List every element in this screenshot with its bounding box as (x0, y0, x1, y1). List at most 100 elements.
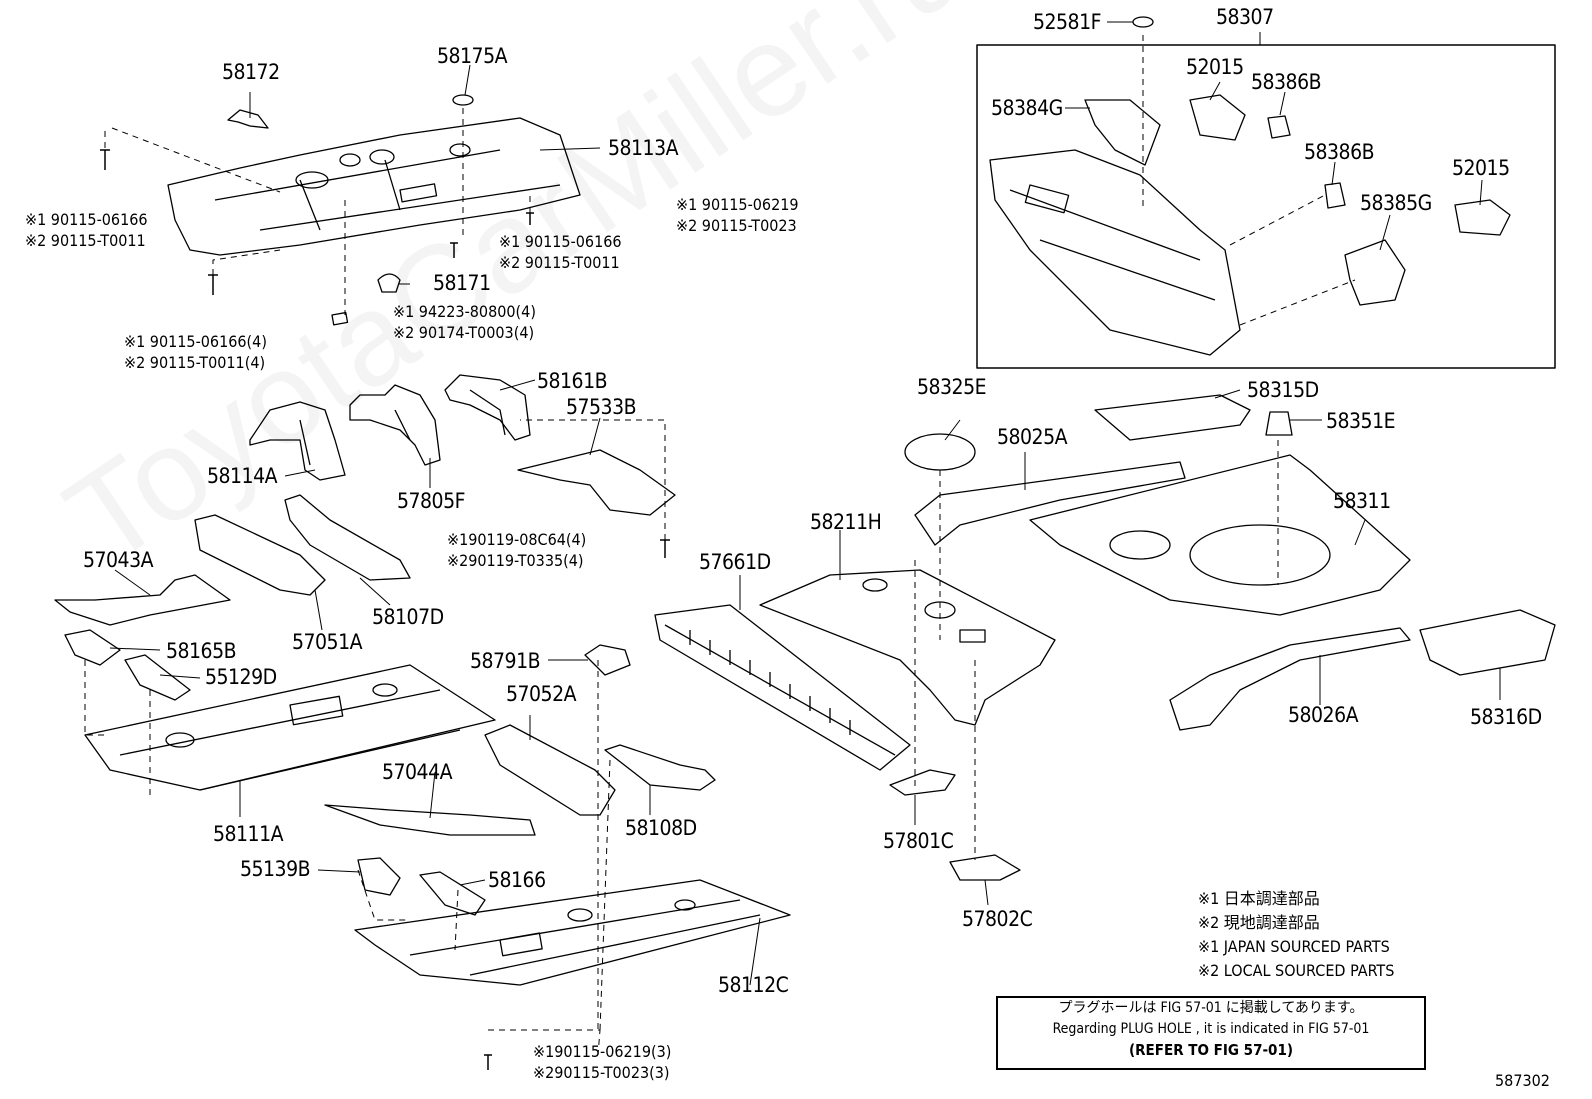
fastener-line: ※2 90115-T0023 (676, 216, 797, 235)
part-58171 (377, 273, 401, 293)
part-label: 58165B (166, 639, 237, 663)
part-label: 58386B (1304, 140, 1375, 164)
part-label: 58316D (1470, 705, 1542, 729)
part-58791B (584, 644, 631, 676)
part-55129D (124, 654, 191, 701)
fastener-line: ※1 90115-06166(4) (124, 332, 267, 351)
part-57802C (949, 854, 1021, 881)
part-55139B (357, 857, 401, 896)
part-58112C (354, 879, 791, 986)
part-58211H (759, 569, 1056, 726)
fastener-callout: ※190115-06219(3) ※290115-T0023(3) (533, 1041, 671, 1083)
part-58107D (284, 494, 411, 581)
reference-note-box: プラグホールは FIG 57-01 に掲載してあります。 Regarding P… (996, 996, 1426, 1070)
legend-line: ※2 現地調達部品 (1198, 913, 1320, 932)
legend-line: ※1 日本調達部品 (1198, 889, 1320, 908)
part-label: 57802C (962, 907, 1033, 931)
part-58307-panel (989, 149, 1241, 356)
part-58161B (444, 374, 531, 441)
sourcing-legend: ※1 日本調達部品 ※2 現地調達部品 ※1 JAPAN SOURCED PAR… (1198, 887, 1394, 983)
part-label: 58166 (488, 868, 546, 892)
part-label: 57801C (883, 829, 954, 853)
part-label: 58108D (625, 816, 697, 840)
part-58315D (1094, 394, 1251, 441)
part-57661D (654, 604, 911, 771)
part-label: 52015 (1186, 55, 1244, 79)
part-label: 57044A (382, 760, 453, 784)
part-label: 58114A (207, 464, 278, 488)
part-label: 58325E (917, 375, 987, 399)
part-57801C (889, 769, 956, 796)
part-52015-a (1189, 94, 1246, 141)
fastener-line: ※1 94223-80800(4) (393, 302, 536, 321)
leaders (109, 21, 1501, 986)
dashed-guides (84, 35, 1356, 1056)
part-label: 58175A (437, 44, 508, 68)
part-label: 55139B (240, 857, 311, 881)
part-label: 52015 (1452, 156, 1510, 180)
part-58166 (419, 871, 486, 916)
part-nut-94223 (331, 311, 349, 326)
fastener-line: ※190115-06219(3) (533, 1042, 672, 1061)
fastener-line: ※1 90115-06219 (676, 195, 799, 214)
part-57533B (517, 449, 676, 516)
part-57051A (194, 514, 326, 596)
fastener-line: ※290115-T0023(3) (533, 1063, 670, 1082)
part-label: 58307 (1216, 5, 1274, 29)
part-label: 58111A (213, 822, 284, 846)
part-57044A (324, 804, 536, 836)
part-58385G (1344, 239, 1406, 306)
fastener-callout: ※1 90115-06166 ※2 90115-T0011 (25, 209, 148, 251)
part-58111A (84, 664, 496, 791)
assembly-box-58307 (976, 44, 1556, 369)
fastener-line: ※290119-T0335(4) (447, 551, 584, 570)
part-57043A (54, 574, 231, 626)
part-57805F (349, 384, 441, 466)
part-label: 58385G (1360, 191, 1432, 215)
part-label: 57805F (397, 489, 465, 513)
part-label: 57533B (566, 395, 637, 419)
part-52015-b (1454, 199, 1511, 236)
part-58114A (249, 401, 346, 481)
fastener-callout: ※1 94223-80800(4) ※2 90174-T0003(4) (393, 301, 536, 343)
part-label: 58026A (1288, 703, 1359, 727)
part-label: 58384G (991, 96, 1063, 120)
fastener-line: ※2 90115-T0011 (499, 253, 620, 272)
part-58386B-b (1324, 182, 1346, 209)
fastener-line: ※1 90115-06166 (499, 232, 622, 251)
fastener-line: ※190119-08C64(4) (447, 530, 587, 549)
part-label: 58211H (810, 510, 882, 534)
fastener-line: ※2 90115-T0011 (25, 231, 146, 250)
part-58175A (452, 94, 474, 106)
part-label: 58791B (470, 649, 541, 673)
part-58325E (904, 433, 976, 471)
part-label: 52581F (1033, 10, 1101, 34)
fastener-callout: ※1 90115-06166 ※2 90115-T0011 (499, 231, 622, 273)
part-58386B-a (1267, 115, 1291, 139)
part-label: 58161B (537, 369, 608, 393)
fastener-line: ※1 90115-06166 (25, 210, 148, 229)
part-58351E (1265, 411, 1293, 436)
fastener-callout: ※190119-08C64(4) ※290119-T0335(4) (447, 529, 586, 571)
part-label: 58172 (222, 60, 280, 84)
legend-line: ※2 LOCAL SOURCED PARTS (1198, 961, 1395, 980)
part-58311 (1029, 454, 1411, 616)
legend-line: ※1 JAPAN SOURCED PARTS (1198, 937, 1390, 956)
reference-line-bold: (REFER TO FIG 57-01) (1128, 1041, 1294, 1059)
fastener-line: ※2 90174-T0003(4) (393, 323, 535, 342)
part-label: 58107D (372, 605, 444, 629)
part-label: 58113A (608, 136, 679, 160)
part-label: 57661D (699, 550, 771, 574)
part-58172 (227, 109, 269, 129)
reference-line-en: Regarding PLUG HOLE , it is indicated in… (1052, 1021, 1370, 1037)
fastener-callout: ※1 90115-06166(4) ※2 90115-T0011(4) (124, 331, 267, 373)
part-label: 58025A (997, 425, 1068, 449)
fastener-line: ※2 90115-T0011(4) (124, 353, 266, 372)
part-label: 58386B (1251, 70, 1322, 94)
reference-line-jp: プラグホールは FIG 57-01 に掲載してあります。 (1058, 1000, 1364, 1016)
figure-number: 587302 (1495, 1071, 1550, 1090)
part-label: 57052A (506, 682, 577, 706)
part-label: 58311 (1333, 489, 1391, 513)
part-label: 58315D (1247, 378, 1319, 402)
